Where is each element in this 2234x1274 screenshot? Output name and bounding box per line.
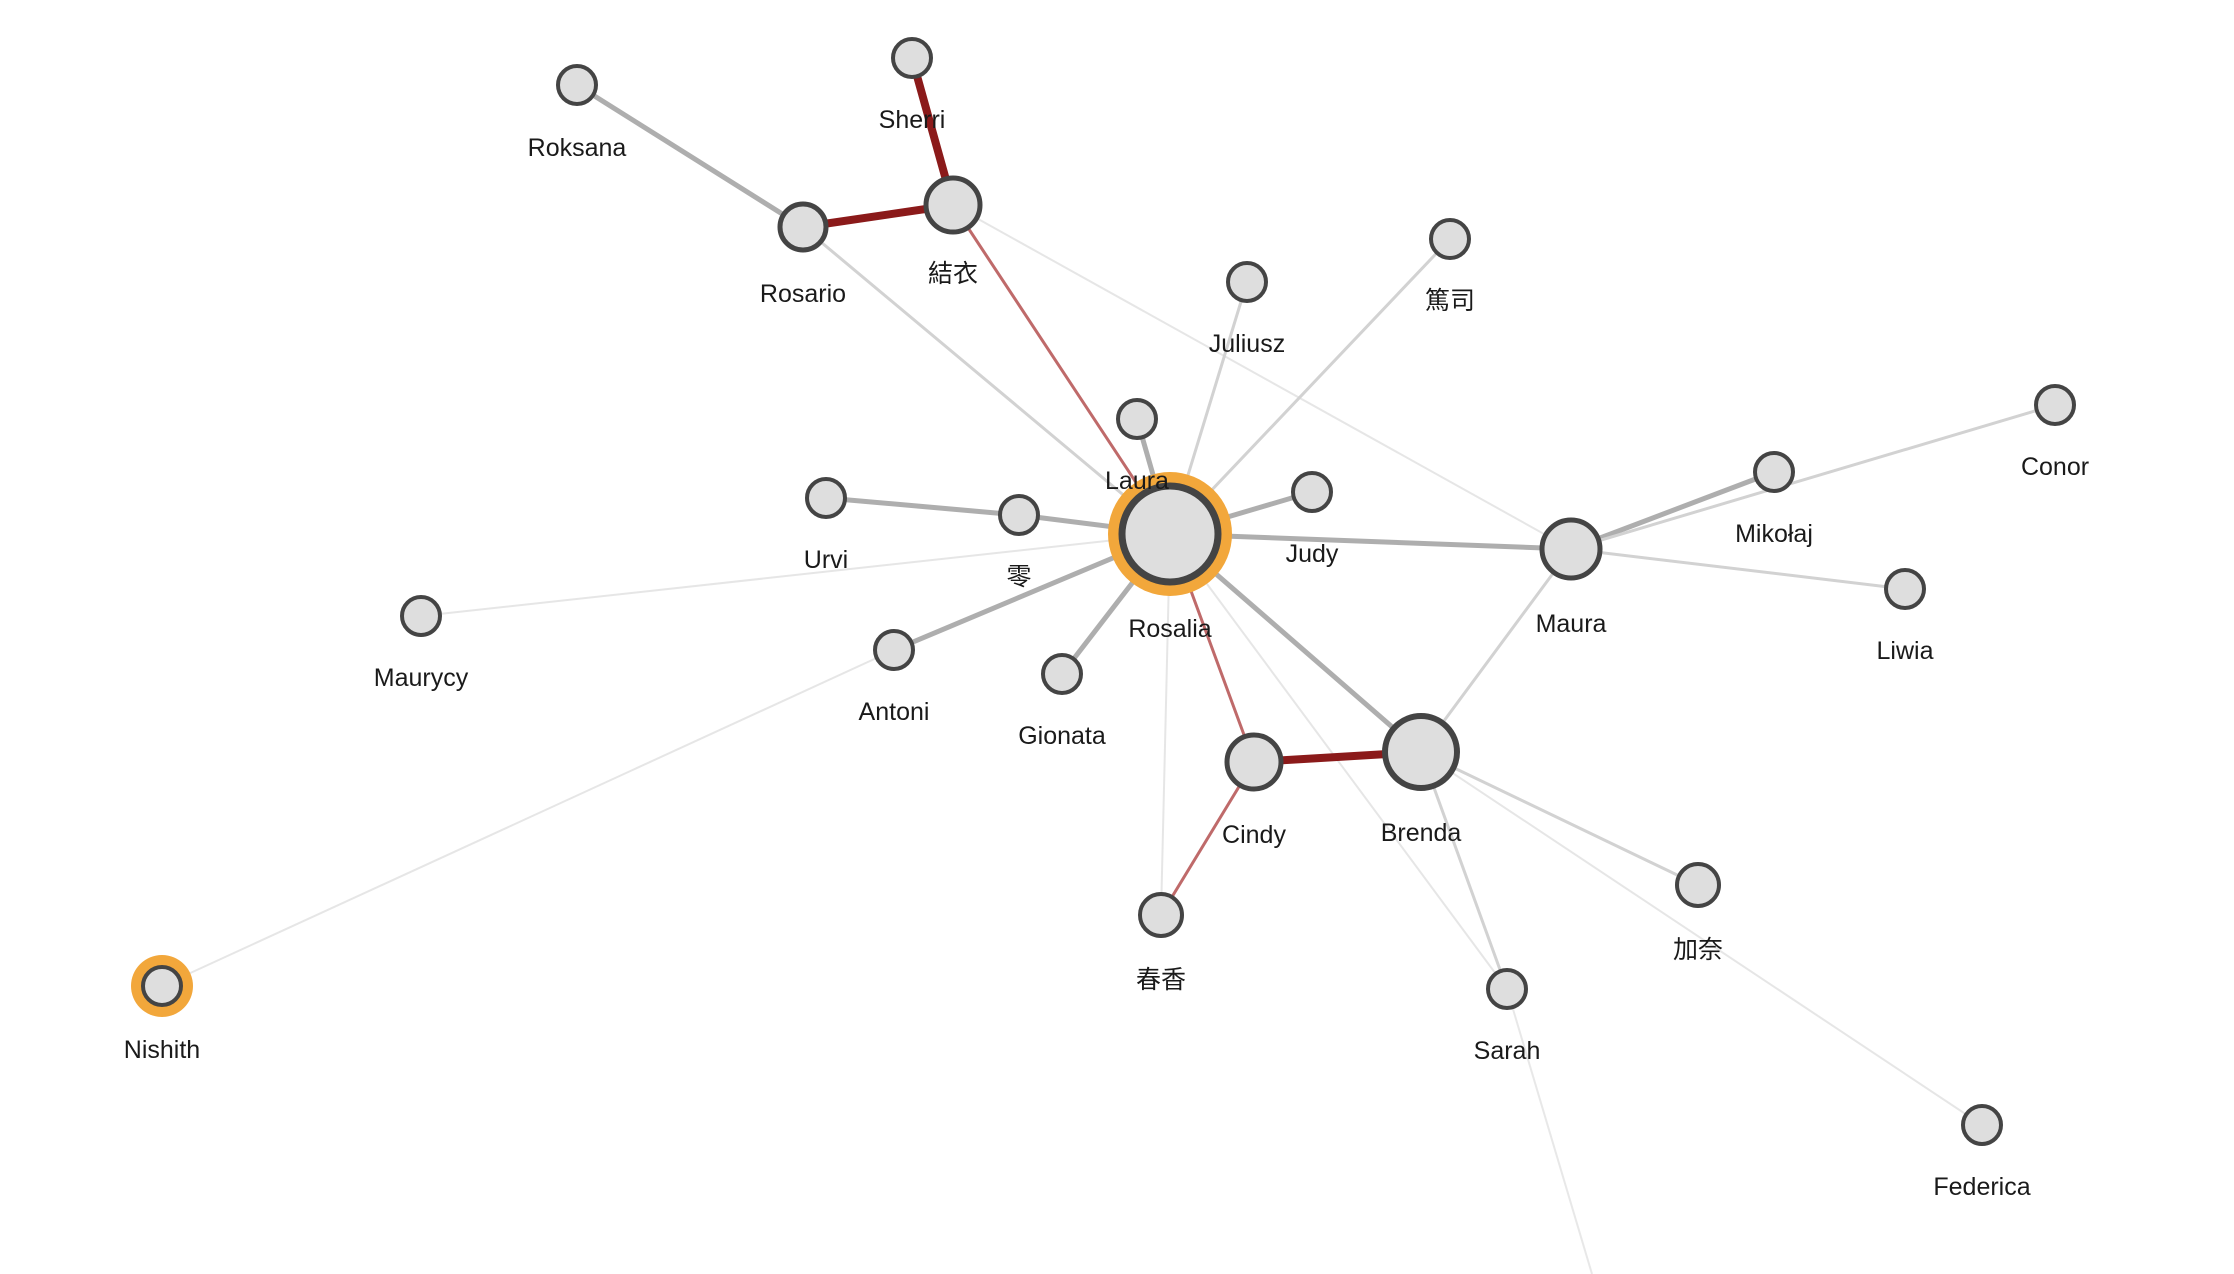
- node-label-haruka: 春香: [1136, 966, 1186, 994]
- node-label-antoni: Antoni: [859, 698, 930, 726]
- node-circle[interactable]: [1429, 218, 1471, 260]
- edge-rosalia-haruka: [1160, 533, 1171, 916]
- edge-yui-maura: [952, 204, 1572, 550]
- edge-brenda-sarah: [1419, 750, 1509, 991]
- node-label-liwia: Liwia: [1877, 637, 1934, 665]
- node-atsushi[interactable]: [1429, 218, 1471, 260]
- node-roksana[interactable]: [556, 64, 598, 106]
- edge-maura-mikolaj: [1568, 469, 1777, 552]
- node-circle[interactable]: [1291, 471, 1333, 513]
- node-label-sarah: Sarah: [1474, 1037, 1541, 1065]
- node-label-maura: Maura: [1536, 610, 1607, 638]
- node-label-brenda: Brenda: [1381, 819, 1462, 847]
- node-circle[interactable]: [923, 175, 983, 235]
- node-federica[interactable]: [1961, 1104, 2003, 1146]
- node-label-judy: Judy: [1286, 540, 1339, 568]
- edge-yui-rosalia: [951, 203, 1172, 536]
- node-circle[interactable]: [1675, 862, 1721, 908]
- edge-sarah-offscreen: [1506, 988, 1593, 1274]
- node-layer: [131, 37, 2076, 1146]
- node-circle[interactable]: [873, 629, 915, 671]
- edge-rosalia-maura: [1167, 531, 1574, 552]
- node-circle[interactable]: [1486, 968, 1528, 1010]
- node-label-mikolaj: Mikołaj: [1735, 520, 1813, 548]
- node-label-kana: 加奈: [1673, 936, 1723, 964]
- edge-brenda-federica: [1420, 751, 1983, 1126]
- node-judy[interactable]: [1291, 471, 1333, 513]
- node-label-cindy: Cindy: [1222, 821, 1286, 849]
- node-circle[interactable]: [1961, 1104, 2003, 1146]
- node-circle[interactable]: [891, 37, 933, 79]
- node-circle[interactable]: [1226, 261, 1268, 303]
- node-antoni[interactable]: [873, 629, 915, 671]
- node-label-urvi: Urvi: [804, 546, 848, 574]
- edge-roksana-rosario: [574, 82, 806, 230]
- node-circle[interactable]: [777, 201, 829, 253]
- edge-rosario-rosalia: [801, 225, 1172, 536]
- node-cindy[interactable]: [1224, 732, 1284, 792]
- edge-urvi-rei: [823, 495, 1022, 518]
- node-maura[interactable]: [1539, 517, 1603, 581]
- edge-rosalia-sarah: [1169, 533, 1508, 990]
- node-rosalia[interactable]: [1108, 472, 1232, 596]
- node-label-atsushi: 篤司: [1425, 287, 1475, 315]
- node-label-roksana: Roksana: [528, 134, 627, 162]
- node-nishith[interactable]: [131, 955, 193, 1017]
- node-circle[interactable]: [1138, 892, 1184, 938]
- node-label-maurycy: Maurycy: [374, 664, 469, 692]
- node-gionata[interactable]: [1041, 653, 1083, 695]
- node-circle[interactable]: [141, 965, 183, 1007]
- node-maurycy[interactable]: [400, 595, 442, 637]
- node-circle[interactable]: [1116, 398, 1158, 440]
- node-label-conor: Conor: [2021, 453, 2089, 481]
- node-rosario[interactable]: [777, 201, 829, 253]
- edge-atsushi-rosalia: [1168, 237, 1452, 536]
- edge-cindy-haruka: [1159, 760, 1256, 917]
- node-label-yui: 結衣: [928, 260, 978, 288]
- edge-brenda-kana: [1419, 750, 1700, 887]
- node-circle[interactable]: [805, 477, 847, 519]
- node-kana[interactable]: [1675, 862, 1721, 908]
- node-circle[interactable]: [1382, 713, 1460, 791]
- node-mikolaj[interactable]: [1753, 451, 1795, 493]
- node-circle[interactable]: [400, 595, 442, 637]
- node-circle[interactable]: [1224, 732, 1284, 792]
- node-label-nishith: Nishith: [124, 1036, 200, 1064]
- node-label-rosario: Rosario: [760, 280, 846, 308]
- edge-maura-liwia: [1569, 547, 1907, 591]
- node-label-juliusz: Juliusz: [1209, 330, 1285, 358]
- edge-maura-conor: [1569, 403, 2057, 551]
- node-circle[interactable]: [998, 494, 1040, 536]
- node-circle[interactable]: [1118, 482, 1222, 586]
- edge-maurycy-rosalia: [420, 533, 1171, 617]
- node-yui[interactable]: [923, 175, 983, 235]
- node-label-rei: 零: [1006, 563, 1031, 591]
- node-circle[interactable]: [1041, 653, 1083, 695]
- node-circle[interactable]: [2034, 384, 2076, 426]
- node-liwia[interactable]: [1884, 568, 1926, 610]
- node-sherri[interactable]: [891, 37, 933, 79]
- node-conor[interactable]: [2034, 384, 2076, 426]
- node-rei[interactable]: [998, 494, 1040, 536]
- node-circle[interactable]: [1753, 451, 1795, 493]
- edge-maura-brenda: [1419, 547, 1573, 754]
- node-label-rosalia: Rosalia: [1128, 615, 1211, 643]
- node-laura[interactable]: [1116, 398, 1158, 440]
- node-brenda[interactable]: [1382, 713, 1460, 791]
- node-urvi[interactable]: [805, 477, 847, 519]
- node-label-gionata: Gionata: [1018, 722, 1106, 750]
- node-label-sherri: Sherri: [879, 106, 946, 134]
- edge-antoni-nishith: [161, 649, 895, 987]
- node-circle[interactable]: [1884, 568, 1926, 610]
- node-juliusz[interactable]: [1226, 261, 1268, 303]
- node-sarah[interactable]: [1486, 968, 1528, 1010]
- node-label-laura: Laura: [1105, 467, 1169, 495]
- node-circle[interactable]: [1539, 517, 1603, 581]
- node-label-federica: Federica: [1933, 1173, 2030, 1201]
- node-haruka[interactable]: [1138, 892, 1184, 938]
- node-circle[interactable]: [556, 64, 598, 106]
